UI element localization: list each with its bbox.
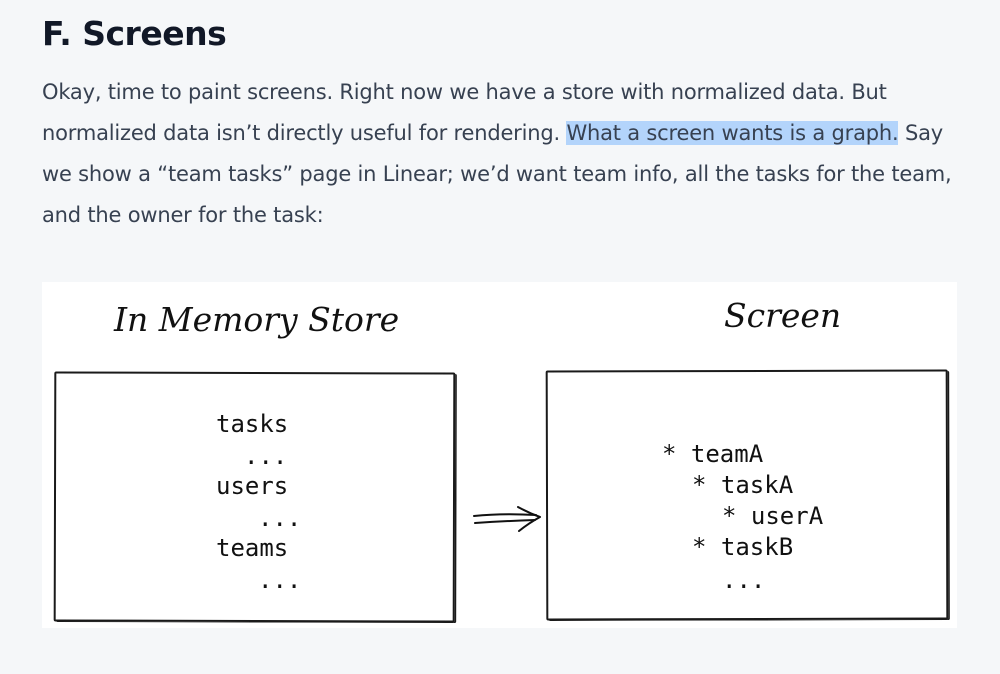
store-item-users: users [216, 472, 289, 500]
highlighted-text: What a screen wants is a graph. [566, 121, 899, 145]
body-paragraph: Okay, time to paint screens. Right now w… [42, 72, 972, 236]
store-item-teams: teams [216, 534, 289, 562]
store-item-ellipsis: ... [258, 504, 302, 532]
store-item-ellipsis: ... [244, 442, 288, 470]
screen-item-user: * userA [722, 502, 824, 530]
screen-item-task: * taskA [692, 471, 794, 499]
screen-item-task: * taskB [692, 533, 794, 561]
screen-label: Screen [724, 296, 842, 335]
store-item-tasks: tasks [216, 410, 289, 438]
store-item-ellipsis: ... [258, 566, 302, 594]
screen-item-team: * teamA [662, 440, 764, 468]
diagram-figure: In Memory Store Screen tasks ... users .… [42, 282, 957, 628]
paragraph-text-after: Say we show a “team tasks” page in Linea… [42, 121, 952, 227]
section-heading: F. Screens [42, 14, 227, 53]
paragraph-text-before: Okay, time to paint screens. Right now w… [42, 80, 887, 145]
right-arrow-icon [473, 506, 541, 532]
screen-item-ellipsis: ... [722, 566, 766, 594]
store-label: In Memory Store [114, 300, 400, 339]
